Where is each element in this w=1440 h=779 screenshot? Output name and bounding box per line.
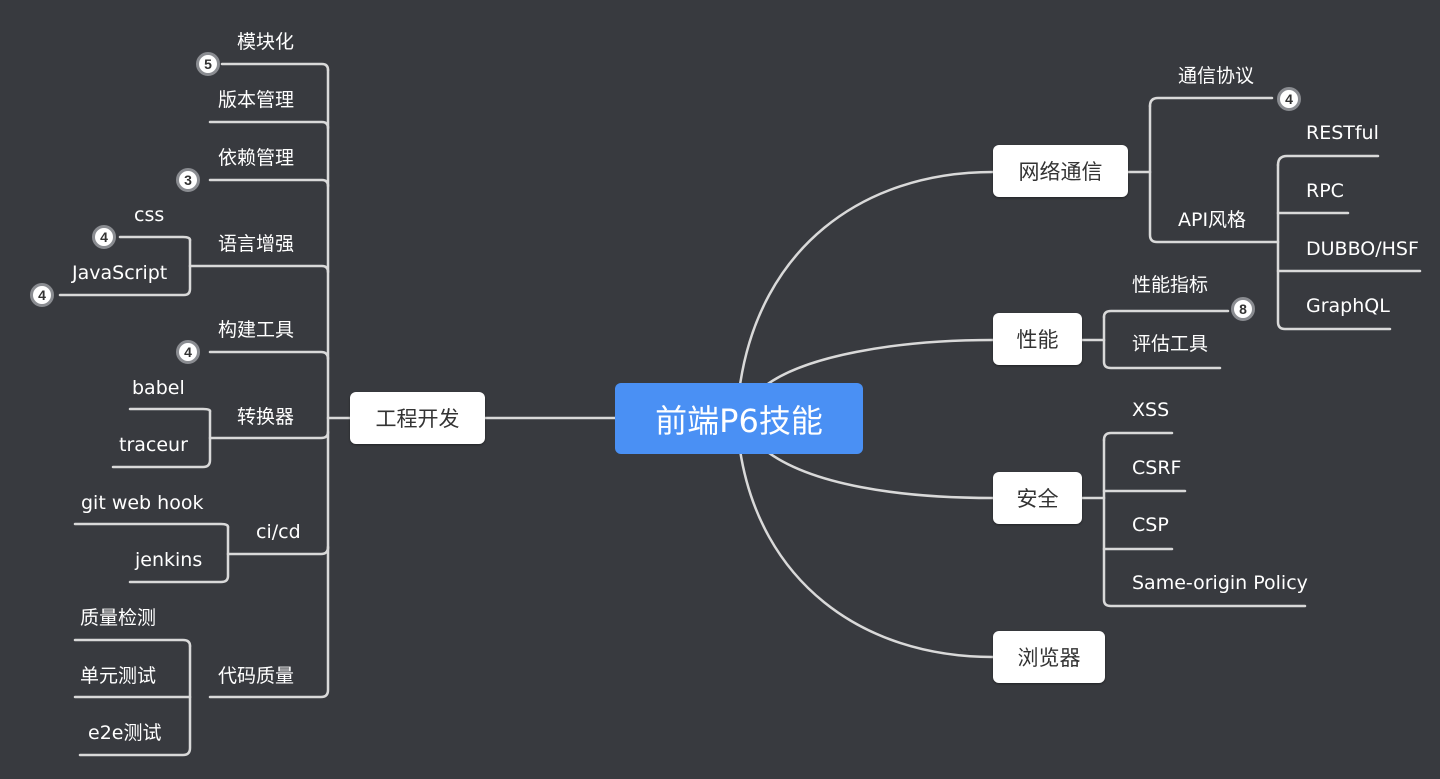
node-browser[interactable]: 浏览器 — [993, 631, 1105, 683]
count-badge-modularization[interactable]: 5 — [196, 52, 220, 76]
count-badge-metrics[interactable]: 8 — [1231, 297, 1255, 321]
node-dubbo-hsf[interactable]: DUBBO/HSF — [1306, 238, 1419, 260]
count-badge-css[interactable]: 4 — [92, 225, 116, 249]
node-api-style[interactable]: API风格 — [1178, 209, 1247, 231]
node-css[interactable]: css — [134, 204, 165, 226]
node-jenkins[interactable]: jenkins — [135, 549, 203, 571]
node-eval-tools[interactable]: 评估工具 — [1132, 333, 1209, 355]
node-modularization[interactable]: 模块化 — [237, 31, 295, 53]
node-build-tools[interactable]: 构建工具 — [218, 319, 295, 341]
node-javascript[interactable]: JavaScript — [72, 262, 168, 284]
node-metrics[interactable]: 性能指标 — [1132, 274, 1209, 296]
node-dependency-management[interactable]: 依赖管理 — [218, 147, 295, 169]
node-version-management[interactable]: 版本管理 — [218, 89, 295, 111]
node-quality-check[interactable]: 质量检测 — [80, 607, 157, 629]
node-transpiler[interactable]: 转换器 — [237, 406, 295, 428]
node-restful[interactable]: RESTful — [1306, 122, 1379, 144]
node-cicd[interactable]: ci/cd — [256, 521, 301, 543]
node-babel[interactable]: babel — [132, 377, 185, 399]
root-node[interactable]: 前端P6技能 — [615, 383, 863, 454]
node-performance[interactable]: 性能 — [993, 313, 1082, 365]
node-csp[interactable]: CSP — [1132, 514, 1169, 536]
node-unit-test[interactable]: 单元测试 — [80, 665, 157, 687]
node-same-origin-policy[interactable]: Same-origin Policy — [1132, 572, 1308, 594]
count-badge-protocol[interactable]: 4 — [1277, 87, 1301, 111]
node-network[interactable]: 网络通信 — [993, 145, 1128, 197]
node-security[interactable]: 安全 — [993, 472, 1082, 524]
node-git-web-hook[interactable]: git web hook — [81, 492, 204, 514]
node-e2e-test[interactable]: e2e测试 — [88, 722, 162, 744]
node-language-enhancement[interactable]: 语言增强 — [218, 233, 295, 255]
node-xss[interactable]: XSS — [1132, 399, 1170, 421]
node-csrf[interactable]: CSRF — [1132, 457, 1182, 479]
node-traceur[interactable]: traceur — [119, 434, 188, 456]
count-badge-javascript[interactable]: 4 — [30, 283, 54, 307]
node-graphql[interactable]: GraphQL — [1306, 295, 1390, 317]
node-engineering[interactable]: 工程开发 — [350, 392, 485, 444]
node-rpc[interactable]: RPC — [1306, 180, 1344, 202]
count-badge-dependency[interactable]: 3 — [176, 168, 200, 192]
node-protocol[interactable]: 通信协议 — [1178, 65, 1255, 87]
node-code-quality[interactable]: 代码质量 — [218, 665, 295, 687]
count-badge-build-tools[interactable]: 4 — [176, 340, 200, 364]
